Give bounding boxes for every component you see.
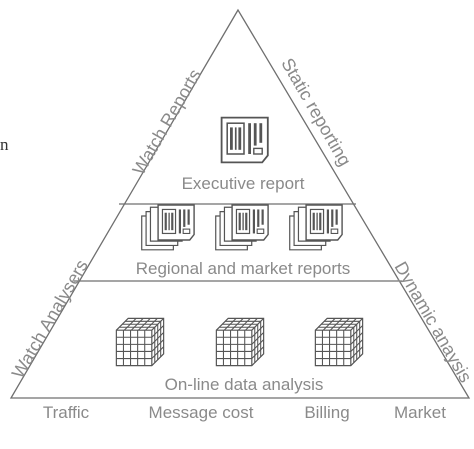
side-label-dynamic-analysis: Dynamic anaysis: [391, 258, 474, 386]
side-label-watch-analysers: Watch Analysers: [8, 256, 92, 382]
partial-text: n: [0, 135, 9, 154]
regional-market-reports-label: Regional and market reports: [136, 259, 351, 278]
stacked-reports-icon: [216, 205, 268, 250]
base-label-market: Market: [394, 403, 446, 422]
online-data-analysis-label: On-line data analysis: [165, 375, 324, 394]
data-cube-icon: [314, 317, 364, 367]
executive-report-label: Executive report: [182, 174, 305, 193]
side-label-static-reporting: Static reporting: [277, 55, 355, 170]
base-label-message-cost: Message cost: [149, 403, 254, 422]
side-label-watch-reports: Watch Reports: [129, 66, 206, 179]
base-label-billing: Billing: [304, 403, 349, 422]
data-cube-icon: [115, 317, 165, 367]
stacked-reports-icon: [142, 205, 194, 250]
stacked-reports-icon: [290, 205, 342, 250]
data-cube-icon: [215, 317, 265, 367]
base-label-traffic: Traffic: [43, 403, 90, 422]
report-icon: [220, 116, 269, 164]
